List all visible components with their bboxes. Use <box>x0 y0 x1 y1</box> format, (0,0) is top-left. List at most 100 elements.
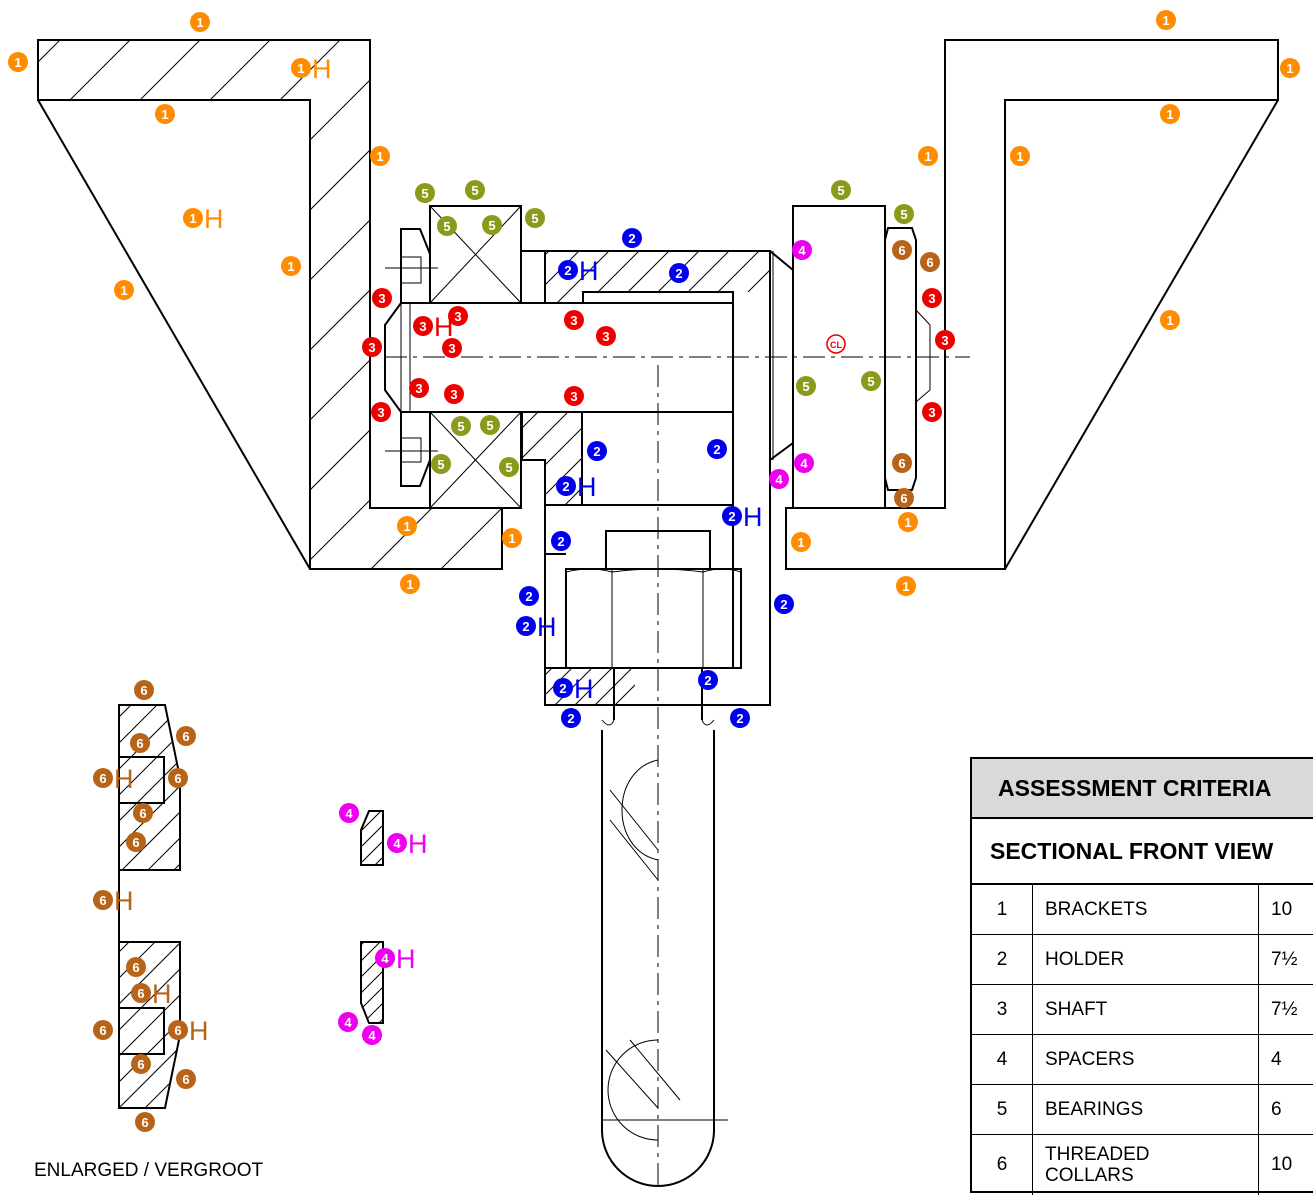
part-marker-number: 3 <box>419 319 426 334</box>
part-marker-number: 3 <box>928 405 935 420</box>
table-row: 2 HOLDER 7½ <box>972 935 1313 985</box>
row-number: 1 <box>972 885 1033 934</box>
part-marker-number: 3 <box>602 329 609 344</box>
part-marker-number: 6 <box>898 243 905 258</box>
part-marker-number: 5 <box>421 186 428 201</box>
row-mark: 6 <box>1271 1098 1282 1120</box>
part-marker-number: 1 <box>14 55 21 70</box>
part-marker-6: 6 <box>93 1020 113 1040</box>
svg-text:CL: CL <box>830 340 842 350</box>
part-marker-6: 6 <box>126 832 146 852</box>
hatching-marker-letter: H <box>114 764 134 794</box>
part-marker-number: 5 <box>443 219 450 234</box>
part-marker-5: 5 <box>451 416 471 436</box>
part-marker-2: 2 <box>774 594 794 614</box>
part-marker-number: 3 <box>450 387 457 402</box>
part-marker-2: 2 <box>698 670 718 690</box>
part-marker-number: 2 <box>728 509 735 524</box>
part-marker-5: 5 <box>437 216 457 236</box>
part-marker-6: 6 <box>168 768 188 788</box>
row-mark: 10 <box>1271 1154 1293 1175</box>
part-marker-number: 2 <box>780 597 787 612</box>
part-marker-3: 3 <box>409 378 429 398</box>
row-mark: 10 <box>1271 898 1293 920</box>
part-marker-2: 2 <box>519 586 539 606</box>
part-marker-number: 2 <box>593 444 600 459</box>
part-marker-number: 1 <box>1162 13 1169 28</box>
hatching-marker-letter: H <box>574 674 594 704</box>
part-marker-number: 1 <box>924 149 931 164</box>
part-marker-number: 6 <box>132 960 139 975</box>
part-marker-1: 1 <box>502 528 522 548</box>
part-marker-number: 6 <box>139 806 146 821</box>
part-marker-number: 5 <box>837 183 844 198</box>
row-item: THREADED COLLARS <box>1033 1135 1259 1195</box>
part-marker-number: 6 <box>141 1115 148 1130</box>
part-marker-1: 1 <box>918 146 938 166</box>
part-marker-5: 5 <box>480 415 500 435</box>
part-marker-number: 6 <box>99 771 106 786</box>
part-marker-number: 6 <box>182 1072 189 1087</box>
part-marker-6: 6 <box>920 252 940 272</box>
part-marker-number: 1 <box>1286 61 1293 76</box>
part-marker-number: 5 <box>471 183 478 198</box>
part-marker-number: 2 <box>675 266 682 281</box>
part-marker-2: 2 <box>669 263 689 283</box>
part-marker-1: 1 <box>1156 10 1176 30</box>
part-marker-number: 1 <box>161 107 168 122</box>
row-number: 2 <box>972 935 1033 984</box>
part-marker-3: 3 <box>362 337 382 357</box>
part-marker-number: 2 <box>567 711 574 726</box>
part-marker-number: 1 <box>1166 107 1173 122</box>
part-marker-number: 1 <box>406 577 413 592</box>
part-marker-number: 3 <box>448 341 455 356</box>
part-marker-number: 6 <box>137 986 144 1001</box>
part-marker-number: 6 <box>136 736 143 751</box>
collar-hatching <box>119 705 180 1108</box>
table-row: 4 SPACERS 4 <box>972 1035 1313 1085</box>
row-mark: 7½ <box>1271 998 1298 1020</box>
part-marker-5: 5 <box>894 204 914 224</box>
part-marker-number: 1 <box>376 149 383 164</box>
part-marker-number: 2 <box>559 681 566 696</box>
part-marker-3: 3 <box>442 338 462 358</box>
part-marker-number: 1 <box>797 535 804 550</box>
part-marker-1: 1 <box>896 576 916 596</box>
part-marker-number: 1 <box>287 259 294 274</box>
part-marker-5: 5 <box>431 454 451 474</box>
part-marker-6: 6 <box>130 733 150 753</box>
left-bracket <box>37 39 503 570</box>
part-marker-number: 6 <box>132 835 139 850</box>
part-marker-number: 3 <box>941 333 948 348</box>
table-row: 6 THREADED COLLARS 10 <box>972 1135 1313 1195</box>
table-subheading: SECTIONAL FRONT VIEW <box>972 819 1313 885</box>
part-marker-3: 3 <box>448 306 468 326</box>
part-marker-6: 6 <box>894 488 914 508</box>
hatching-marker-letter: H <box>579 256 599 286</box>
centre-lines <box>385 356 970 1187</box>
table-row: 3 SHAFT 7½ <box>972 985 1313 1035</box>
part-marker-5: 5 <box>465 180 485 200</box>
hatching-marker-letter: H <box>204 204 224 234</box>
part-marker-number: 5 <box>531 211 538 226</box>
row-item: SHAFT <box>1033 985 1259 1034</box>
part-marker-number: 3 <box>377 405 384 420</box>
part-marker-number: 1 <box>902 579 909 594</box>
part-marker-number: 2 <box>564 263 571 278</box>
part-marker-1: 1 <box>397 516 417 536</box>
table-row: 5 BEARINGS 6 <box>972 1085 1313 1135</box>
part-marker-4: 4 <box>769 469 789 489</box>
right-bracket <box>785 39 1279 570</box>
row-item: SPACERS <box>1033 1035 1259 1084</box>
part-marker-number: 4 <box>368 1028 376 1043</box>
rod-hatching <box>605 789 681 1109</box>
hatching-marker-letter: H <box>434 312 454 342</box>
part-marker-number: 6 <box>182 729 189 744</box>
part-marker-number: 5 <box>437 457 444 472</box>
row-item: BEARINGS <box>1033 1085 1259 1134</box>
part-marker-number: 6 <box>99 893 106 908</box>
